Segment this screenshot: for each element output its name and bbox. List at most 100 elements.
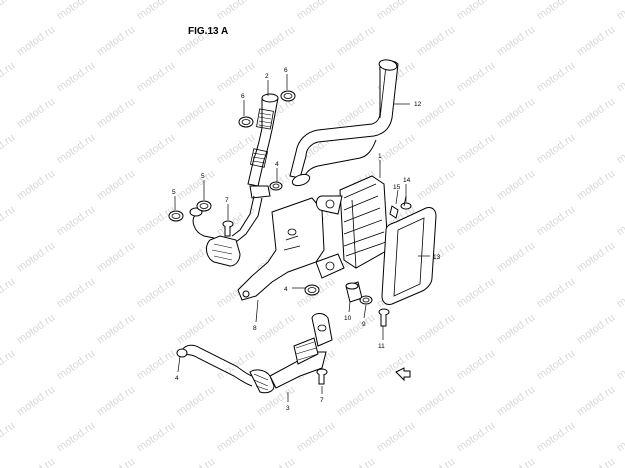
oring-5-right <box>196 200 212 212</box>
watermark-text: motod.ru <box>415 384 457 419</box>
watermark-text: motod.ru <box>375 0 417 22</box>
watermark-text: motod.ru <box>135 420 177 455</box>
watermark-text: motod.ru <box>0 0 17 22</box>
watermark-text: motod.ru <box>55 0 97 22</box>
oring-6-right <box>280 90 296 102</box>
hose-3 <box>176 313 333 394</box>
callout-4-upper: 4 <box>275 161 279 168</box>
oring-9 <box>359 295 373 305</box>
watermark-text: motod.ru <box>15 24 57 59</box>
watermark-text: motod.ru <box>95 456 137 468</box>
watermark-text: motod.ru <box>0 204 17 239</box>
watermark-text: motod.ru <box>455 60 497 95</box>
callout-13: 13 <box>433 254 441 261</box>
watermark-text: motod.ru <box>575 24 617 59</box>
watermark-text: motod.ru <box>335 384 377 419</box>
bolt-15 <box>389 205 399 219</box>
watermark-text: motod.ru <box>175 168 217 203</box>
watermark-text: motod.ru <box>175 384 217 419</box>
watermark-text: motod.ru <box>0 420 17 455</box>
watermark-text: motod.ru <box>15 456 57 468</box>
watermark-text: motod.ru <box>0 132 17 167</box>
watermark-text: motod.ru <box>535 276 577 311</box>
callout-14: 14 <box>403 177 411 184</box>
watermark-text: motod.ru <box>0 348 17 383</box>
watermark-text: motod.ru <box>495 96 537 131</box>
watermark-text: motod.ru <box>55 276 97 311</box>
callout-12: 12 <box>414 101 422 108</box>
cover-13 <box>381 207 437 305</box>
callout-3: 3 <box>286 405 290 412</box>
watermark-text: motod.ru <box>55 420 97 455</box>
watermark-text: motod.ru <box>175 312 217 347</box>
callout-5-right: 5 <box>201 173 205 180</box>
oring-4-mid <box>269 181 283 191</box>
watermark-text: motod.ru <box>535 348 577 383</box>
watermark-text: motod.ru <box>575 96 617 131</box>
bracket-8 <box>237 197 325 301</box>
watermark-text: motod.ru <box>135 276 177 311</box>
watermark-text: motod.ru <box>495 24 537 59</box>
watermark-text: motod.ru <box>335 24 377 59</box>
callout-labels: 2 6 6 12 1 4 5 5 7 15 14 13 4 8 10 9 11 … <box>172 67 441 412</box>
callout-6-right: 6 <box>284 67 288 74</box>
callout-8: 8 <box>253 325 257 332</box>
oil-cooler-1 <box>315 175 389 279</box>
watermark-text: motod.ru <box>455 0 497 22</box>
watermark-text: motod.ru <box>175 456 217 468</box>
watermark-text: motod.ru <box>295 0 337 22</box>
watermark-text: motod.ru <box>15 168 57 203</box>
bolt-7-lower <box>316 368 328 385</box>
watermark-text: motod.ru <box>575 240 617 275</box>
hose-12 <box>289 59 399 187</box>
bolt-11 <box>378 308 390 327</box>
watermark-text: motod.ru <box>535 0 577 22</box>
watermark-text: motod.ru <box>615 60 625 95</box>
watermark-text: motod.ru <box>455 204 497 239</box>
watermark-text: motod.ru <box>335 456 377 468</box>
watermark-text: motod.ru <box>575 168 617 203</box>
watermark-text: motod.ru <box>535 60 577 95</box>
watermark-text: motod.ru <box>255 312 297 347</box>
watermark-text: motod.ru <box>495 168 537 203</box>
watermark-text: motod.ru <box>375 132 417 167</box>
watermark-text: motod.ru <box>575 384 617 419</box>
watermark-text: motod.ru <box>55 60 97 95</box>
oring-6-left <box>238 116 254 128</box>
oring-4-bracket <box>304 284 320 296</box>
callout-4-lower: 4 <box>175 375 179 382</box>
watermark-text: motod.ru <box>415 24 457 59</box>
watermark-text: motod.ru <box>0 60 17 95</box>
watermark-text: motod.ru <box>455 132 497 167</box>
callout-4-bracket: 4 <box>284 286 288 293</box>
watermark-text: motod.ru <box>0 276 17 311</box>
callout-7-lower: 7 <box>320 397 324 404</box>
watermark-text: motod.ru <box>535 204 577 239</box>
watermark-text: motod.ru <box>415 312 457 347</box>
callout-9: 9 <box>362 321 366 328</box>
watermark-text: motod.ru <box>295 60 337 95</box>
watermark-text: motod.ru <box>215 0 257 22</box>
watermark-text: motod.ru <box>135 204 177 239</box>
watermark-text: motod.ru <box>95 240 137 275</box>
watermark-text: motod.ru <box>255 24 297 59</box>
watermark-text: motod.ru <box>615 204 625 239</box>
watermark-text: motod.ru <box>295 420 337 455</box>
figure-title: FIG.13 A <box>188 26 228 37</box>
watermark-text: motod.ru <box>615 0 625 22</box>
watermark-text: motod.ru <box>615 276 625 311</box>
bolt-7-upper <box>222 220 234 237</box>
callout-1: 1 <box>378 153 382 160</box>
watermark-text: motod.ru <box>135 348 177 383</box>
callout-6-left: 6 <box>241 93 245 100</box>
hose-2 <box>247 93 279 187</box>
watermark-text: motod.ru <box>135 132 177 167</box>
watermark-text: motod.ru <box>455 348 497 383</box>
front-arrow-icon <box>395 367 411 382</box>
watermark-text: motod.ru <box>375 420 417 455</box>
watermark-text: motod.ru <box>135 0 177 22</box>
watermark-text: motod.ru <box>415 456 457 468</box>
watermark-text: motod.ru <box>495 240 537 275</box>
